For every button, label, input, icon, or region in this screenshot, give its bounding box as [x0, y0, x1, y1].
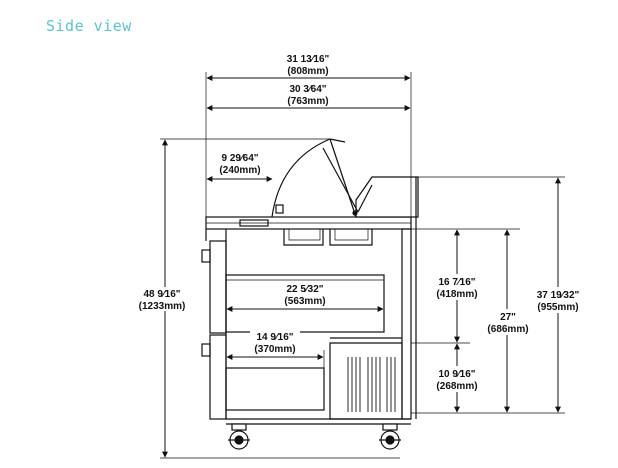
lower-depth-metric: (370mm)	[254, 344, 295, 355]
base-height-imperial: 10 9⁄16"	[439, 369, 476, 380]
lid-depth-metric: (240mm)	[219, 165, 260, 176]
label-backgrounds	[130, 274, 586, 392]
work-height-imperial: 27"	[500, 312, 516, 323]
page-title: Side view	[46, 17, 132, 35]
overall-width-metric: (808mm)	[287, 66, 328, 77]
drawer-depth-metric: (563mm)	[284, 296, 325, 307]
top-width-imperial: 30 3⁄64"	[290, 84, 327, 95]
work-height-metric: (686mm)	[487, 324, 528, 335]
overall-height-imperial: 48 9⁄16"	[144, 289, 181, 300]
lid-depth-imperial: 9 29⁄64"	[222, 153, 259, 164]
front-caster	[228, 423, 250, 450]
extension-lines	[160, 72, 565, 459]
dimension-lines	[162, 75, 561, 458]
counter-to-top-metric: (418mm)	[436, 289, 477, 300]
rail-height-imperial: 37 19⁄32"	[537, 290, 580, 301]
unit-outline	[201, 138, 419, 425]
top-width-metric: (763mm)	[287, 96, 328, 107]
overall-width-imperial: 31 13⁄16"	[287, 54, 330, 65]
rail-height-metric: (955mm)	[537, 302, 578, 313]
base-height-metric: (268mm)	[436, 381, 477, 392]
drawer-depth-imperial: 22 5⁄32"	[287, 284, 324, 295]
rear-caster	[379, 423, 401, 450]
lower-depth-imperial: 14 9⁄16"	[257, 332, 294, 343]
counter-to-top-imperial: 16 7⁄16"	[439, 277, 476, 288]
overall-height-metric: (1233mm)	[139, 301, 186, 312]
